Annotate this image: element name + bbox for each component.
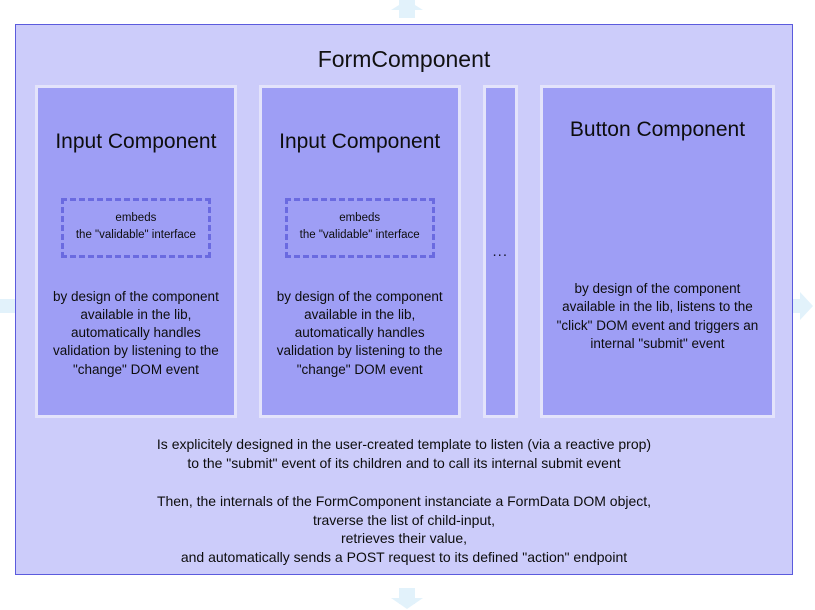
child-body-line: automatically handles (294, 325, 425, 341)
embeds-line-2: the "validable" interface (299, 229, 420, 242)
paragraph-line: Then, the internals of the FormComponent… (156, 493, 652, 510)
child-title: Button Component (569, 118, 746, 141)
child-body-line: by design of the component (574, 281, 741, 297)
paragraph-line: traverse the list of child-input, (312, 511, 496, 528)
child-body-line: available in the lib, (304, 306, 416, 322)
embeds-validable-box: embeds the "validable" interface (284, 198, 435, 258)
child-title: Input Component (55, 130, 217, 153)
embeds-line-1: embeds (339, 212, 381, 225)
form-paragraph-2: Then, the internals of the FormComponent… (16, 492, 792, 566)
child-body-line: automatically handles (70, 325, 201, 341)
arrow-right-icon (800, 292, 813, 320)
form-component-box: FormComponent Input Component embeds the… (15, 24, 793, 575)
embeds-validable-box: embeds the "validable" interface (60, 198, 211, 258)
child-component-input-2: Input Component embeds the "validable" i… (258, 85, 461, 418)
paragraph-line: retrieves their value, (340, 530, 468, 547)
child-component-ellipsis: ... (482, 85, 518, 418)
page-title: FormComponent (317, 46, 491, 72)
paragraph-line: and automatically sends a POST request t… (180, 549, 628, 566)
embeds-line-2: the "validable" interface (75, 229, 196, 242)
child-components-row: Input Component embeds the "validable" i… (35, 85, 775, 418)
child-body-line: internal "submit" event (590, 335, 725, 351)
paragraph-line: Is explicitely designed in the user-crea… (156, 436, 652, 452)
arrow-left-icon (0, 299, 17, 313)
ellipsis-label: ... (492, 243, 508, 260)
child-component-input-1: Input Component embeds the "validable" i… (35, 85, 237, 418)
child-body-line: "click" DOM event and triggers an (556, 317, 759, 333)
embeds-line-1: embeds (115, 212, 157, 225)
child-body-text: by design of the component available in … (262, 288, 458, 379)
child-body-line: available in the lib, listens to the (562, 299, 753, 315)
child-body-text: by design of the component available in … (38, 288, 234, 379)
arrow-down-icon (391, 598, 423, 609)
child-body-line: by design of the component (276, 288, 443, 304)
child-title: Input Component (279, 130, 441, 153)
child-body-line: available in the lib, (80, 306, 192, 322)
form-paragraph-1: Is explicitely designed in the user-crea… (16, 435, 792, 472)
child-body-line: validation by listening to the (52, 343, 219, 359)
arrow-up-shaft (399, 0, 415, 18)
form-description: Is explicitely designed in the user-crea… (16, 435, 792, 587)
paragraph-line: to the "submit" event of its children an… (187, 454, 621, 471)
child-body-line: "change" DOM event (296, 361, 423, 377)
child-component-button: Button Component by design of the compon… (539, 85, 775, 418)
child-body-text: by design of the component available in … (543, 280, 772, 353)
child-body-line: "change" DOM event (72, 361, 199, 377)
child-body-line: by design of the component (52, 288, 219, 304)
child-body-line: validation by listening to the (276, 343, 443, 359)
